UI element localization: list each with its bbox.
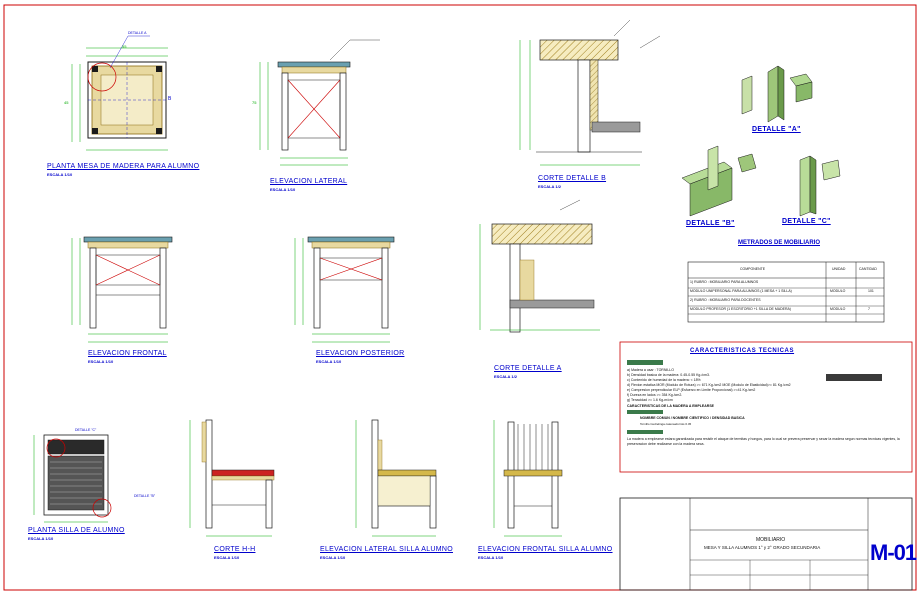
metrado-row-component: MODULO UNIPERSONAL PARA ALUMNOS (1 MESA … <box>690 289 792 293</box>
rear-elevation-scale: ESCALA 1/10 <box>316 359 342 364</box>
title-block-frame <box>619 497 913 591</box>
callout-detail-c: DETALLE "C" <box>75 428 97 432</box>
frontal-chair-scale: ESCALA 1/10 <box>478 555 504 560</box>
spec-note: La madera a emplearse estara garantizada… <box>627 437 900 446</box>
sheet-border <box>3 4 917 591</box>
frontal-chair-title: ELEVACION FRONTAL SILLA ALUMNO <box>478 546 613 553</box>
detail-b-c-drawing <box>681 145 841 217</box>
detail-a-title: DETALLE "A" <box>752 126 801 133</box>
section-a-scale: ESCALA 1/2 <box>494 374 517 379</box>
plan-chair-title: PLANTA SILLA DE ALUMNO <box>28 527 125 534</box>
plan-table-title: PLANTA MESA DE MADERA PARA ALUMNO <box>47 163 200 170</box>
lateral-elevation-drawing <box>259 39 380 166</box>
frontal-chair-drawing <box>493 420 563 537</box>
detail-c-title: DETALLE "C" <box>782 218 831 225</box>
metrado-title: METRADOS DE MOBILIARIO <box>738 240 820 246</box>
metrado-row-component: MODULO PROFESOR (1 ESCRITORIO +1 SILLA D… <box>690 307 791 311</box>
spec-line: a) Madera a usar : TORNILLO <box>627 368 674 372</box>
frontal-elevation-title: ELEVACION FRONTAL <box>88 350 167 357</box>
section-marker-b: B <box>168 96 172 102</box>
spec-line: f) Dureza en lados >= 354 Kg./cm2. <box>627 393 683 397</box>
specs-box-frame <box>619 341 913 473</box>
project-description: MESA Y SILLA ALUMNOS 1° y 2° GRADO SECUN… <box>704 545 821 550</box>
callout-detail-b: DETALLE "B" <box>134 494 156 498</box>
metrado-header-qty: CANTIDAD <box>859 267 877 271</box>
spec-species-header: NOMBRE COMUN / NOMBRE CIENTIFICO / DENSI… <box>640 416 745 420</box>
dim-depth: 45 <box>64 100 69 105</box>
plan-chair-drawing <box>33 434 112 523</box>
spec-line: b) Densidad basica de la madera: 0.45-0.… <box>627 373 710 377</box>
metrado-header-unit: UNIDAD <box>832 267 846 271</box>
lateral-elevation-scale: ESCALA 1/10 <box>270 187 296 192</box>
section-hh-scale: ESCALA 1/10 <box>214 555 240 560</box>
metrado-row-component: 2) RUBRO : MOBILIARIO PARA DOCENTES <box>690 298 761 302</box>
dim-width: 55 <box>122 44 127 49</box>
section-b-title: CORTE DETALLE B <box>538 175 607 182</box>
frontal-elevation-drawing <box>71 236 173 343</box>
spec-line: e) Compresion perpendicular ELP (Esfuerz… <box>627 388 756 392</box>
project-name: MOBILIARIO <box>756 537 786 543</box>
spec-line: d) Flexion estatica MOR (Modulo de Rotur… <box>627 383 791 387</box>
section-detail-a-drawing <box>479 199 600 333</box>
section-b-scale: ESCALA 1/2 <box>538 184 561 189</box>
spec-line: c) Contenido de humedad de la madera: < … <box>627 378 701 382</box>
plan-table-drawing <box>71 35 168 151</box>
detail-b-title: DETALLE "B" <box>686 220 735 227</box>
metrado-row-qty: 7 <box>868 307 870 311</box>
sheet-number: M-01 <box>870 540 917 565</box>
lateral-chair-drawing <box>355 419 437 537</box>
plan-table-scale: ESCALA 1/10 <box>47 172 73 177</box>
metrado-row-unit: MODULO <box>830 307 846 311</box>
callout-detail-a: DETALLE A <box>128 31 147 35</box>
frontal-elevation-scale: ESCALA 1/10 <box>88 359 114 364</box>
detail-a-drawing <box>741 65 813 123</box>
lateral-elevation-title: ELEVACION LATERAL <box>270 178 348 185</box>
section-detail-b-drawing <box>519 19 661 166</box>
spec-species-values: Tornillo Cedrelinga catenaeformis 0.45 <box>640 422 692 426</box>
spec-species-title: CARACTERISTICAS DE LA MADERA A EMPLEARSE <box>627 404 714 408</box>
section-hh-title: CORTE H-H <box>214 546 256 553</box>
dim-height: 75 <box>252 100 257 105</box>
metrado-table-frame <box>687 261 885 323</box>
rear-elevation-drawing <box>294 236 395 343</box>
section-hh-drawing <box>189 419 275 537</box>
lateral-chair-title: ELEVACION LATERAL SILLA ALUMNO <box>320 546 453 553</box>
plan-chair-scale: ESCALA 1/10 <box>28 536 54 541</box>
metrado-row-component: 1) RUBRO : MOBILIARIO PARA ALUMNOS <box>690 280 759 284</box>
metrado-row-qty: 101 <box>868 289 874 293</box>
metrado-header-component: COMPONENTE <box>740 267 766 271</box>
metrado-row-unit: MODULO <box>830 289 846 293</box>
section-a-title: CORTE DETALLE A <box>494 365 562 372</box>
specs-title: CARACTERISTICAS TECNICAS <box>690 348 795 354</box>
spec-line: g) Tenacidad >= 1.6 Kg-m/cm <box>627 398 673 402</box>
rear-elevation-title: ELEVACION POSTERIOR <box>316 350 405 357</box>
lateral-chair-scale: ESCALA 1/10 <box>320 555 346 560</box>
